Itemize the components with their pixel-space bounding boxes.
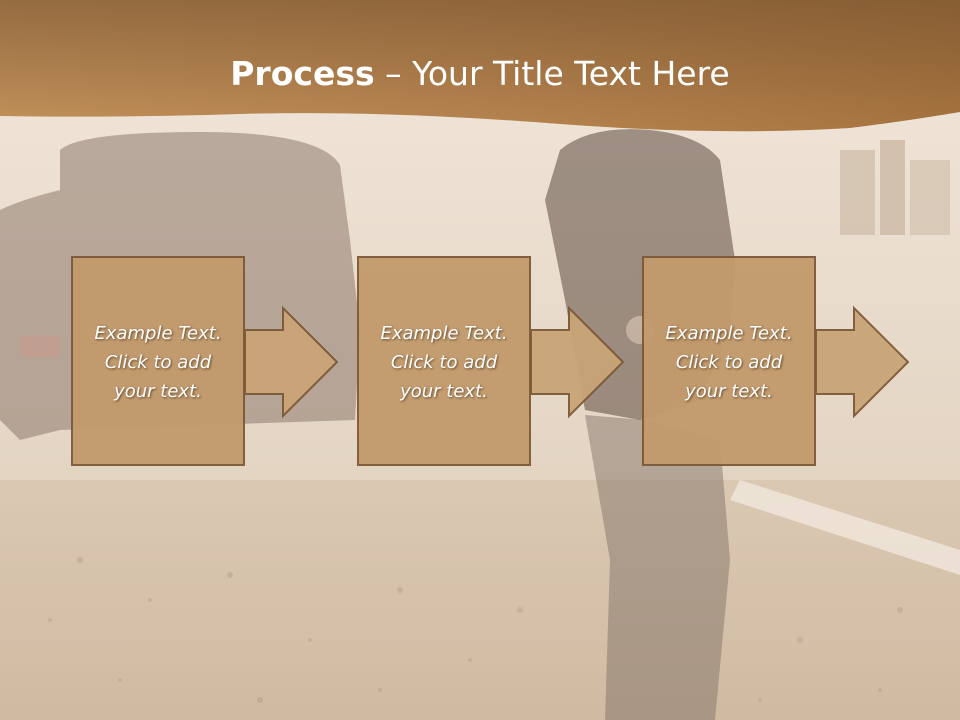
- step-3-shape: [642, 256, 910, 466]
- step-1-shape: [71, 256, 339, 466]
- step-2-box: [357, 256, 531, 466]
- process-step-2[interactable]: Example Text. Click to add your text.: [357, 256, 697, 468]
- step-1-text[interactable]: Example Text. Click to add your text.: [71, 256, 245, 468]
- process-step-1[interactable]: Example Text. Click to add your text.: [71, 256, 411, 468]
- slide-title[interactable]: Process – Your Title Text Here: [0, 52, 960, 96]
- arrow-right-icon: [244, 305, 339, 419]
- step-3-box: [642, 256, 816, 466]
- step-3-text[interactable]: Example Text. Click to add your text.: [642, 256, 816, 468]
- arrow-right-icon: [815, 305, 910, 419]
- step-1-box: [71, 256, 245, 466]
- step-3-label: Example Text. Click to add your text.: [665, 322, 793, 402]
- step-1-label: Example Text. Click to add your text.: [94, 322, 222, 402]
- title-rest: – Your Title Text Here: [374, 54, 730, 93]
- title-bold: Process: [230, 54, 375, 93]
- step-2-text[interactable]: Example Text. Click to add your text.: [357, 256, 531, 468]
- arrow-right-icon: [530, 305, 625, 419]
- step-2-shape: [357, 256, 625, 466]
- step-2-label: Example Text. Click to add your text.: [380, 322, 508, 402]
- process-step-3[interactable]: Example Text. Click to add your text.: [642, 256, 960, 468]
- header-band: [0, 0, 960, 132]
